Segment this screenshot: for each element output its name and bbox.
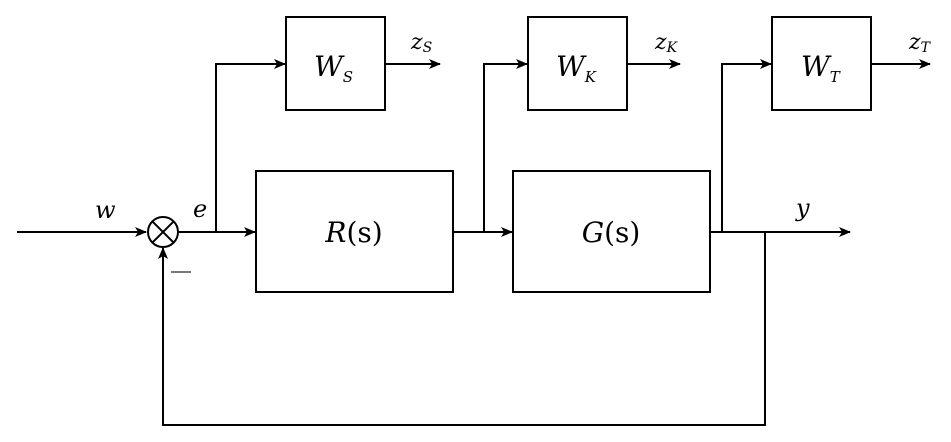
minus-sign [171,271,191,273]
branch-to-wk [483,59,528,232]
input-label-w: w [95,196,116,224]
zs-label: zS [410,30,432,56]
summing-junction [147,216,179,248]
zk-label: zK [654,30,679,56]
branch-to-ws [215,59,286,232]
zt-label: zT [908,30,932,56]
block-ws [285,16,386,111]
output-label-y: y [795,194,810,222]
block-wt-label: WT [801,50,841,86]
block-ws-label: WS [314,50,353,86]
block-plant-label: G(s) [582,216,641,249]
block-wk-label: WK [556,50,597,86]
feedback-path [158,232,766,426]
block-wt [771,16,872,111]
block-wk [527,16,628,111]
error-label-e: e [193,195,207,223]
block-controller-label: R(s) [324,216,382,249]
branch-to-wt [721,59,772,232]
